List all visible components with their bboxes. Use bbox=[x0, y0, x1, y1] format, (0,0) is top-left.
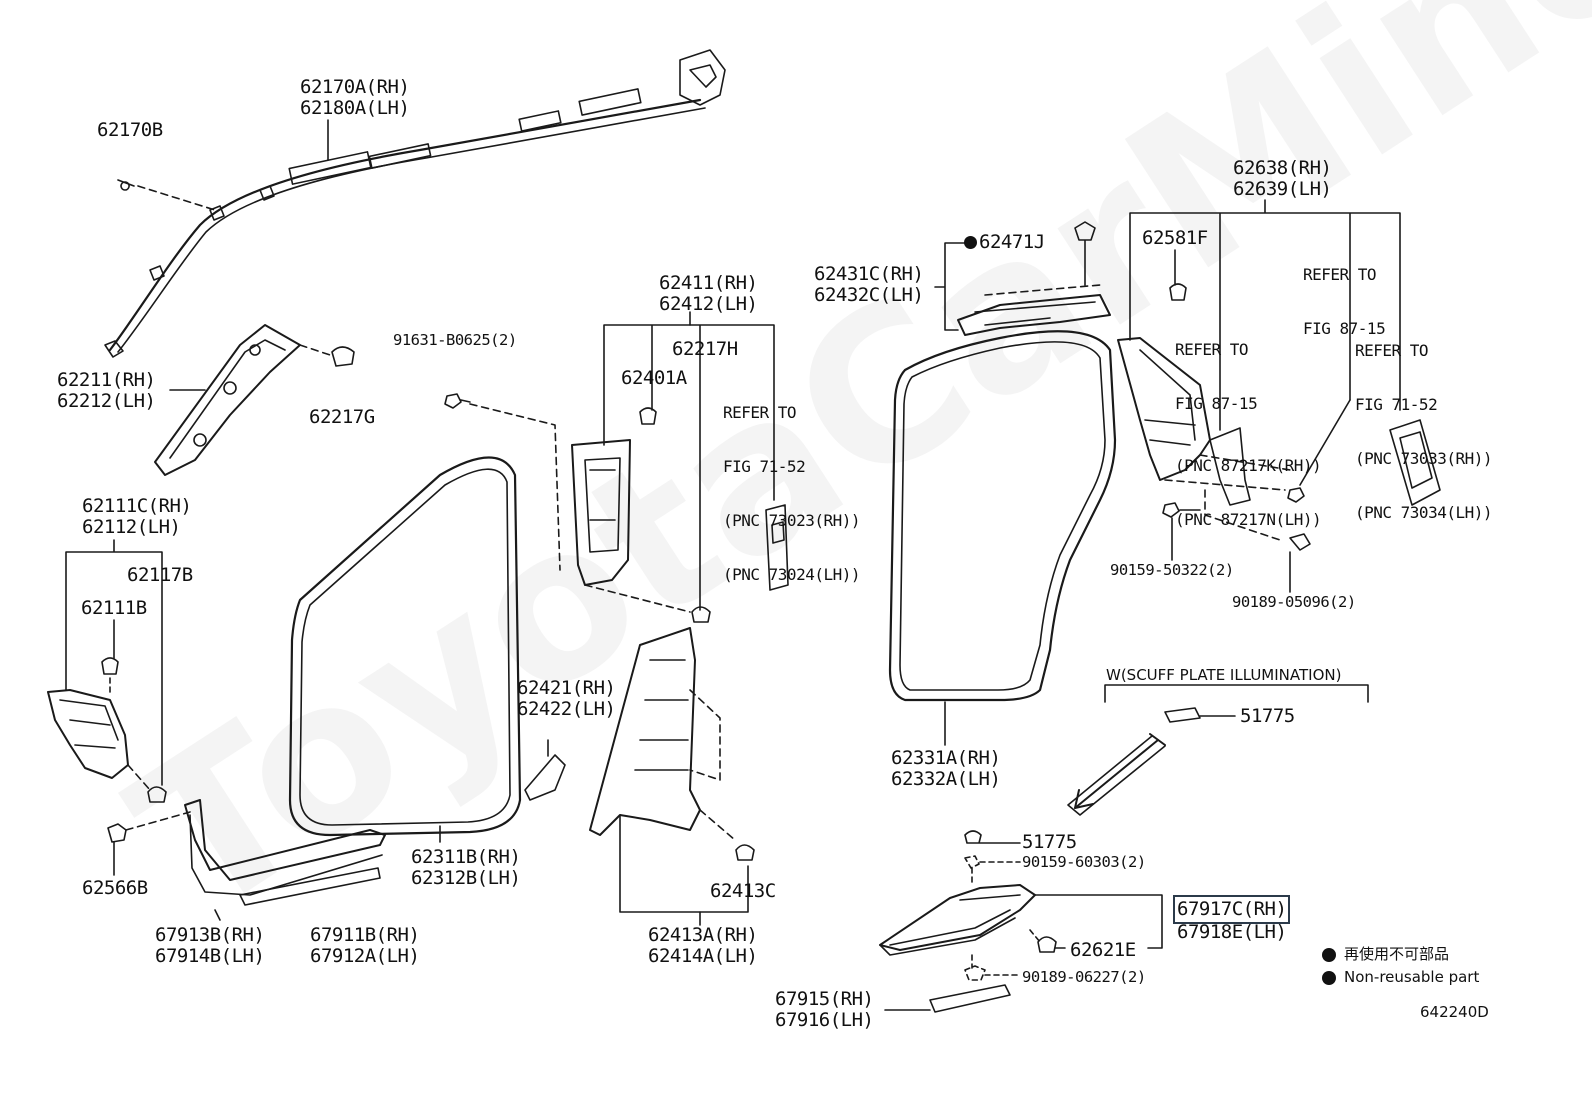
rear-door-weatherstrip-part bbox=[888, 330, 1117, 746]
non-reusable-marker bbox=[964, 236, 977, 249]
cowl-side-trim-part bbox=[47, 539, 167, 803]
label-62621E: 62621E bbox=[1070, 939, 1136, 961]
label-62639: 62639(LH) bbox=[1233, 178, 1332, 200]
a-pillar-garnish-part bbox=[154, 324, 355, 476]
front-scuff-plate-part bbox=[107, 799, 386, 921]
label-62111B: 62111B bbox=[81, 597, 147, 619]
label-62412: 62412(LH) bbox=[659, 293, 758, 315]
label-62431C: 62431C(RH) bbox=[814, 263, 924, 285]
legend-dot-icon bbox=[1322, 947, 1336, 962]
label-62331A: 62331A(RH) bbox=[891, 747, 1001, 769]
rear-scuff-plate-part bbox=[879, 830, 1163, 1013]
label-62638: 62638(RH) bbox=[1233, 157, 1332, 179]
label-62421: 62421(RH) bbox=[517, 677, 616, 699]
c-pillar-garnish-part bbox=[1117, 199, 1441, 593]
ref-line: (PNC 73024(LH)) bbox=[723, 565, 861, 584]
label-62413A: 62413A(RH) bbox=[648, 924, 758, 946]
label-90159-50322: 90159-50322(2) bbox=[1110, 561, 1234, 579]
ref-line: (PNC 87217K(RH)) bbox=[1175, 456, 1322, 475]
label-62413C: 62413C bbox=[710, 880, 776, 902]
label-62180A: 62180A(LH) bbox=[300, 97, 410, 119]
legend-dot-icon bbox=[1322, 970, 1336, 985]
label-90159-60303: 90159-60303(2) bbox=[1022, 853, 1146, 871]
label-62422: 62422(LH) bbox=[517, 698, 616, 720]
label-62414A: 62414A(LH) bbox=[648, 945, 758, 967]
label-90189-06227: 90189-06227(2) bbox=[1022, 968, 1146, 986]
ref-line: FIG 71-52 bbox=[723, 457, 806, 476]
label-62401A: 62401A bbox=[621, 367, 687, 389]
ref-fig-71-52-front: REFER TO FIG 71-52 (PNC 73023(RH)) (PNC … bbox=[723, 368, 861, 602]
label-91631: 91631-B0625(2) bbox=[393, 331, 517, 349]
ref-line: (PNC 87217N(LH)) bbox=[1175, 510, 1322, 529]
roof-side-rail-trim-part bbox=[934, 221, 1111, 336]
label-51775: 51775 bbox=[1022, 831, 1077, 853]
label-62581F: 62581F bbox=[1142, 227, 1208, 249]
ref-line: REFER TO bbox=[723, 403, 797, 422]
ref-line: (PNC 73034(LH)) bbox=[1355, 503, 1493, 522]
label-62312B: 62312B(LH) bbox=[411, 867, 521, 889]
label-67911B: 67911B(RH) bbox=[310, 924, 420, 946]
ref-line: REFER TO bbox=[1303, 265, 1377, 284]
label-62332A: 62332A(LH) bbox=[891, 768, 1001, 790]
ref-line: (PNC 73033(RH)) bbox=[1355, 449, 1493, 468]
label-67914B: 67914B(LH) bbox=[155, 945, 265, 967]
label-62471J: 62471J bbox=[964, 232, 1045, 253]
label-67912A: 67912A(LH) bbox=[310, 945, 420, 967]
ref-line: REFER TO bbox=[1355, 341, 1429, 360]
figure-id: 642240D bbox=[1420, 1003, 1489, 1021]
b-pillar-upper-garnish-part bbox=[444, 311, 789, 623]
label-51775-illum: 51775 bbox=[1240, 705, 1295, 727]
label-67918E: 67918E(LH) bbox=[1177, 921, 1287, 943]
scuff-illumination-variant bbox=[1067, 684, 1369, 816]
label-67913B: 67913B(RH) bbox=[155, 924, 265, 946]
label-62212: 62212(LH) bbox=[57, 390, 156, 412]
label-62311B: 62311B(RH) bbox=[411, 846, 521, 868]
legend-en: Non-reusable part bbox=[1322, 967, 1479, 988]
b-pillar-lower-garnish-part bbox=[524, 627, 755, 926]
label-62217G: 62217G bbox=[309, 406, 375, 428]
label-67916: 67916(LH) bbox=[775, 1009, 874, 1031]
legend-text-jp: 再使用不可部品 bbox=[1344, 945, 1450, 963]
variant-note: W(SCUFF PLATE ILLUMINATION) bbox=[1106, 666, 1342, 684]
ref-line: FIG 87-15 bbox=[1303, 319, 1386, 338]
label-67915: 67915(RH) bbox=[775, 988, 874, 1010]
label-62211: 62211(RH) bbox=[57, 369, 156, 391]
curtain-airbag-part bbox=[104, 49, 726, 358]
label-62111C: 62111C(RH) bbox=[82, 495, 192, 517]
legend-text-en: Non-reusable part bbox=[1344, 968, 1480, 986]
ref-line: (PNC 73023(RH)) bbox=[723, 511, 861, 530]
label-62432C: 62432C(LH) bbox=[814, 284, 924, 306]
label-62170B: 62170B bbox=[97, 119, 163, 141]
front-door-weatherstrip-part bbox=[288, 456, 522, 843]
ref-fig-71-52-rear: REFER TO FIG 71-52 (PNC 73033(RH)) (PNC … bbox=[1355, 306, 1493, 540]
ref-line: FIG 71-52 bbox=[1355, 395, 1438, 414]
label-62112: 62112(LH) bbox=[82, 516, 181, 538]
label-62411: 62411(RH) bbox=[659, 272, 758, 294]
label-62170A: 62170A(RH) bbox=[300, 76, 410, 98]
part-number: 62471J bbox=[979, 231, 1045, 253]
legend-jp: 再使用不可部品 bbox=[1322, 944, 1449, 965]
label-67917C-highlighted[interactable]: 67917C(RH) bbox=[1172, 895, 1291, 924]
ref-fig-87-15-b: REFER TO FIG 87-15 bbox=[1303, 230, 1386, 356]
ref-fig-87-15-a: REFER TO FIG 87-15 (PNC 87217K(RH)) (PNC… bbox=[1175, 305, 1322, 547]
label-62217H: 62217H bbox=[672, 338, 738, 360]
label-90189-05096: 90189-05096(2) bbox=[1232, 593, 1356, 611]
ref-line: FIG 87-15 bbox=[1175, 394, 1258, 413]
label-62117B: 62117B bbox=[127, 564, 193, 586]
label-62566B: 62566B bbox=[82, 877, 148, 899]
ref-line: REFER TO bbox=[1175, 340, 1249, 359]
